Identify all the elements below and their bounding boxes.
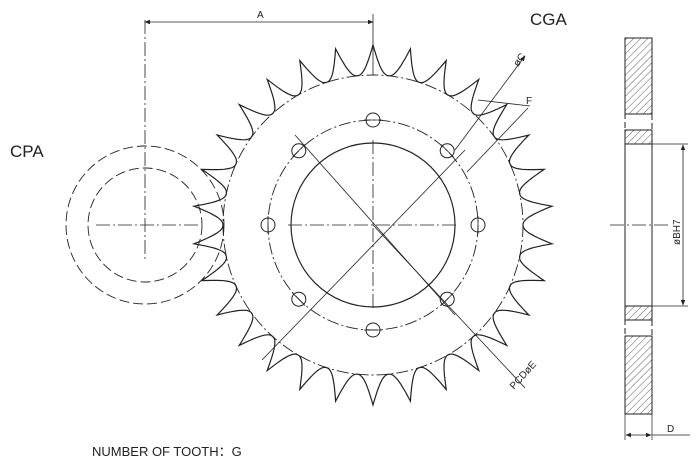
large-sprocket bbox=[191, 42, 555, 408]
f-dimension-line-1 bbox=[477, 99, 531, 107]
dimension-d-label: D bbox=[667, 424, 674, 435]
bolt-hole-center-mark bbox=[292, 144, 306, 158]
outer-diameter-leader bbox=[454, 55, 526, 151]
small-sprocket-outer-circle bbox=[65, 145, 225, 305]
section-lower-slot bbox=[624, 319, 653, 337]
bolt-hole bbox=[291, 291, 307, 307]
section-lower-hatch bbox=[624, 335, 653, 415]
sprocket-tooth-profile bbox=[191, 42, 555, 408]
bolt-hole-center-mark bbox=[440, 292, 454, 306]
small-sprocket-inner-circle bbox=[87, 167, 203, 283]
dimension-bore-label: øBH7 bbox=[672, 219, 683, 245]
cga-label: CGA bbox=[530, 10, 568, 29]
section-lower-hub-hatch bbox=[624, 305, 653, 321]
dimension-a bbox=[144, 14, 374, 75]
dimension-a-label: A bbox=[257, 10, 264, 21]
f-dimension-line-2 bbox=[466, 107, 529, 173]
cpa-label: CPA bbox=[10, 142, 44, 161]
diagonal-line-2 bbox=[261, 149, 466, 361]
section-upper-slot bbox=[624, 113, 653, 131]
small-sprocket bbox=[65, 20, 225, 305]
dimension-f-label: F bbox=[526, 96, 532, 107]
section-upper-hub-hatch bbox=[624, 129, 653, 145]
pcd-leader-line bbox=[372, 224, 526, 389]
dimension-pcd-label: PCDøE bbox=[508, 359, 539, 392]
dimension-c-label: øC bbox=[512, 52, 529, 69]
bolt-hole-center-mark bbox=[440, 144, 454, 158]
section-upper-hatch bbox=[624, 37, 653, 115]
bolt-hole-center-mark bbox=[292, 292, 306, 306]
number-of-tooth-caption: NUMBER OF TOOTH：G bbox=[92, 444, 242, 459]
bolt-hole bbox=[291, 143, 307, 159]
bolt-hole bbox=[439, 143, 455, 159]
side-section-view bbox=[610, 37, 690, 440]
diagonal-line-1 bbox=[294, 134, 456, 316]
bolt-holes bbox=[260, 112, 486, 338]
